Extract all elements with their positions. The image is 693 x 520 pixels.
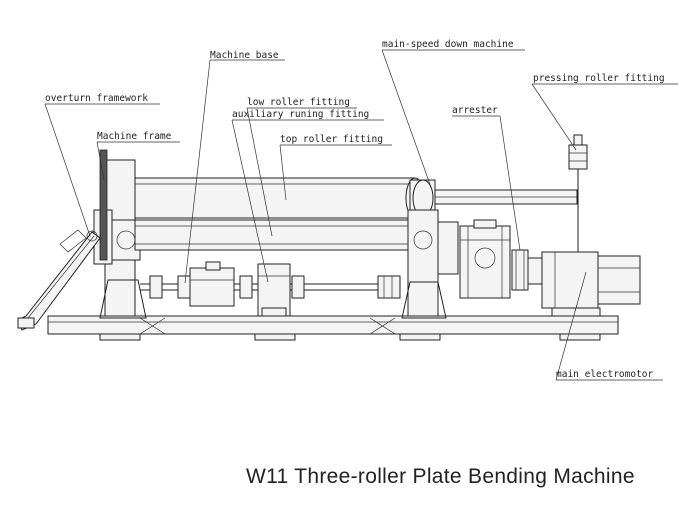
arrester-shaft — [434, 189, 578, 205]
coupling-brake — [511, 249, 543, 291]
label-overturn-framework: overturn framework — [45, 93, 148, 104]
label-low-roller-fitting: low roller fitting — [247, 97, 350, 108]
label-main-electromotor: main electromotor — [556, 369, 654, 380]
lower-roller — [134, 219, 411, 251]
label-arrester: arrester — [452, 105, 498, 116]
overturn-framework — [17, 229, 101, 331]
drawing-title: W11 Three-roller Plate Bending Machine — [246, 465, 635, 488]
main-reducer — [459, 219, 511, 299]
right-machine-frame — [401, 209, 459, 319]
label-pressing-roller-fitting: pressing roller fitting — [533, 73, 665, 84]
leader-lines — [44, 49, 678, 381]
left-machine-frame — [93, 149, 147, 319]
label-main-speed-down-machine: main-speed down machine — [382, 39, 514, 50]
label-machine-frame: Machine frame — [97, 131, 172, 142]
top-roller — [134, 177, 436, 219]
main-electromotor — [541, 251, 641, 317]
auxiliary-drive-line — [140, 261, 401, 317]
pressing-roller-fitting — [568, 134, 588, 252]
label-top-roller-fitting: top roller fitting — [280, 134, 383, 145]
label-machine-base: Machine base — [210, 50, 279, 61]
machine-base-frame — [47, 315, 619, 341]
label-auxiliary-running-fitting: auxiliary runing fitting — [232, 109, 369, 120]
